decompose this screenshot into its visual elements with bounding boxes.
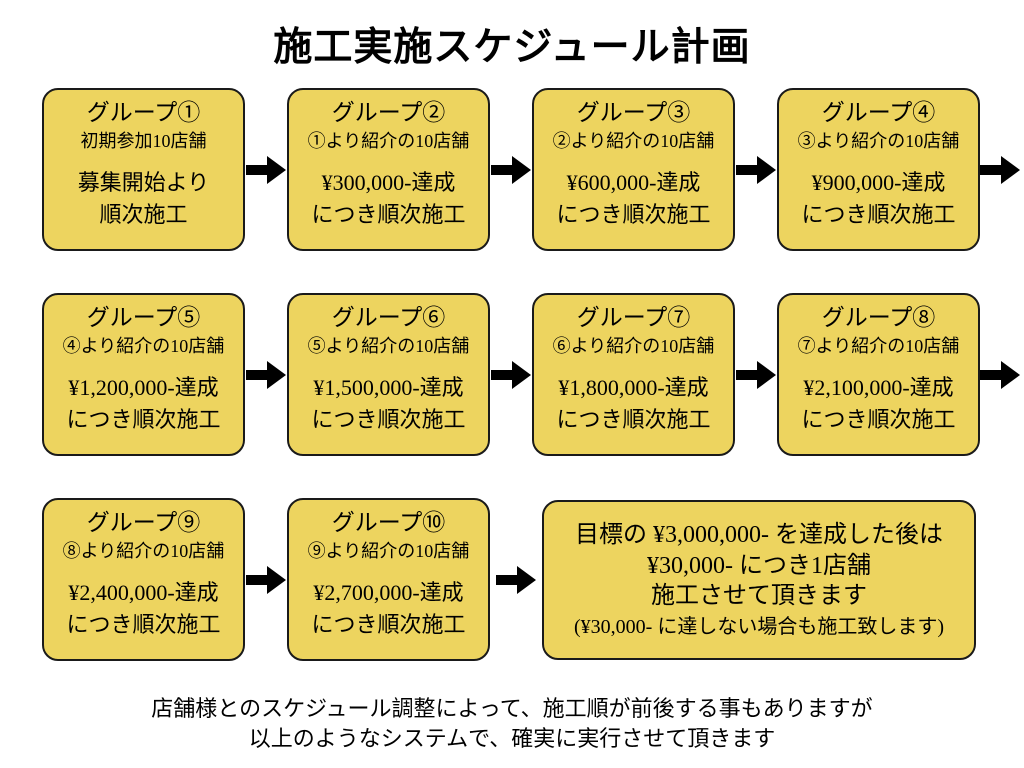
- group-box-6: グループ⑥ ⑤より紹介の10店舗 ¥1,500,000-達成 につき順次施工: [287, 293, 490, 456]
- goal-box: 目標の ¥3,000,000- を達成した後は ¥30,000- につき1店舗 …: [542, 500, 976, 660]
- arrow-right-icon: [490, 293, 532, 456]
- group-name: グループ⑦: [576, 305, 691, 330]
- group-condition: ¥600,000-達成: [566, 170, 701, 196]
- group-name: グループ⑧: [821, 305, 936, 330]
- arrow-right-icon: [245, 293, 287, 456]
- goal-line-2: ¥30,000- につき1店舗: [647, 552, 871, 579]
- footer-note: 店舗様とのスケジュール調整によって、施工順が前後する事もありますが 以上のような…: [0, 694, 1024, 755]
- group-condition: ¥900,000-達成: [811, 170, 946, 196]
- group-name: グループ④: [821, 100, 936, 125]
- arrow-right-icon: [245, 498, 287, 661]
- diagram-row-1: グループ① 初期参加10店舗 募集開始より 順次施工 グループ② ①より紹介の1…: [42, 88, 1020, 251]
- group-name: グループ⑩: [331, 510, 446, 535]
- group-condition: ¥2,700,000-達成: [313, 580, 464, 606]
- group-action: につき順次施工: [556, 201, 711, 227]
- group-box-8: グループ⑧ ⑦より紹介の10店舗 ¥2,100,000-達成 につき順次施工: [777, 293, 980, 456]
- goal-note: (¥30,000- に達しない場合も施工致します): [574, 616, 944, 639]
- group-condition: ¥1,200,000-達成: [68, 375, 219, 401]
- group-action: につき順次施工: [66, 406, 221, 432]
- footer-line-1: 店舗様とのスケジュール調整によって、施工順が前後する事もありますが: [151, 696, 873, 721]
- group-action: につき順次施工: [801, 201, 956, 227]
- group-action: につき順次施工: [311, 406, 466, 432]
- group-condition: ¥2,100,000-達成: [803, 375, 954, 401]
- diagram-row-2: グループ⑤ ④より紹介の10店舗 ¥1,200,000-達成 につき順次施工 グ…: [42, 293, 1020, 456]
- group-box-5: グループ⑤ ④より紹介の10店舗 ¥1,200,000-達成 につき順次施工: [42, 293, 245, 456]
- group-action: につき順次施工: [801, 406, 956, 432]
- arrow-right-icon: [490, 498, 542, 661]
- group-subtitle: ⑥より紹介の10店舗: [552, 335, 715, 356]
- group-name: グループ⑤: [86, 305, 201, 330]
- group-box-9: グループ⑨ ⑧より紹介の10店舗 ¥2,400,000-達成 につき順次施工: [42, 498, 245, 661]
- arrow-right-icon: [735, 88, 777, 251]
- group-subtitle: ①より紹介の10店舗: [307, 130, 470, 151]
- group-condition: ¥1,500,000-達成: [313, 375, 464, 401]
- group-action: 順次施工: [99, 201, 188, 227]
- group-condition: ¥300,000-達成: [321, 170, 456, 196]
- arrow-right-icon: [735, 293, 777, 456]
- group-action: につき順次施工: [556, 406, 711, 432]
- group-name: グループ①: [86, 100, 201, 125]
- page-title: 施工実施スケジュール計画: [273, 26, 751, 69]
- group-condition: ¥2,400,000-達成: [68, 580, 219, 606]
- group-subtitle: ④より紹介の10店舗: [62, 335, 225, 356]
- group-name: グループ⑨: [86, 510, 201, 535]
- group-subtitle: ⑤より紹介の10店舗: [307, 335, 470, 356]
- group-box-7: グループ⑦ ⑥より紹介の10店舗 ¥1,800,000-達成 につき順次施工: [532, 293, 735, 456]
- footer-line-2: 以上のようなシステムで、確実に実行させて頂きます: [248, 726, 776, 752]
- group-action: につき順次施工: [311, 611, 466, 637]
- group-subtitle: ③より紹介の10店舗: [797, 130, 960, 151]
- arrow-right-icon: [490, 88, 532, 251]
- group-box-2: グループ② ①より紹介の10店舗 ¥300,000-達成 につき順次施工: [287, 88, 490, 251]
- group-name: グループ②: [331, 100, 446, 125]
- group-subtitle: ⑧より紹介の10店舗: [62, 540, 225, 561]
- goal-line-1: 目標の ¥3,000,000- を達成した後は: [575, 521, 943, 548]
- group-box-10: グループ⑩ ⑨より紹介の10店舗 ¥2,700,000-達成 につき順次施工: [287, 498, 490, 661]
- group-action: につき順次施工: [311, 201, 466, 227]
- group-subtitle: ⑨より紹介の10店舗: [307, 540, 470, 561]
- group-name: グループ⑥: [331, 305, 446, 330]
- arrow-right-icon: [980, 293, 1020, 456]
- diagram-row-3: グループ⑨ ⑧より紹介の10店舗 ¥2,400,000-達成 につき順次施工 グ…: [42, 498, 976, 661]
- goal-line-3: 施工させて頂きます: [651, 583, 867, 610]
- group-subtitle: ⑦より紹介の10店舗: [797, 335, 960, 356]
- group-subtitle: 初期参加10店舗: [80, 130, 207, 151]
- group-condition: 募集開始より: [77, 170, 210, 196]
- group-name: グループ③: [576, 100, 691, 125]
- group-action: につき順次施工: [66, 611, 221, 637]
- arrow-right-icon: [245, 88, 287, 251]
- group-box-3: グループ③ ②より紹介の10店舗 ¥600,000-達成 につき順次施工: [532, 88, 735, 251]
- group-box-4: グループ④ ③より紹介の10店舗 ¥900,000-達成 につき順次施工: [777, 88, 980, 251]
- arrow-right-icon: [980, 88, 1020, 251]
- group-box-1: グループ① 初期参加10店舗 募集開始より 順次施工: [42, 88, 245, 251]
- group-subtitle: ②より紹介の10店舗: [552, 130, 715, 151]
- group-condition: ¥1,800,000-達成: [558, 375, 709, 401]
